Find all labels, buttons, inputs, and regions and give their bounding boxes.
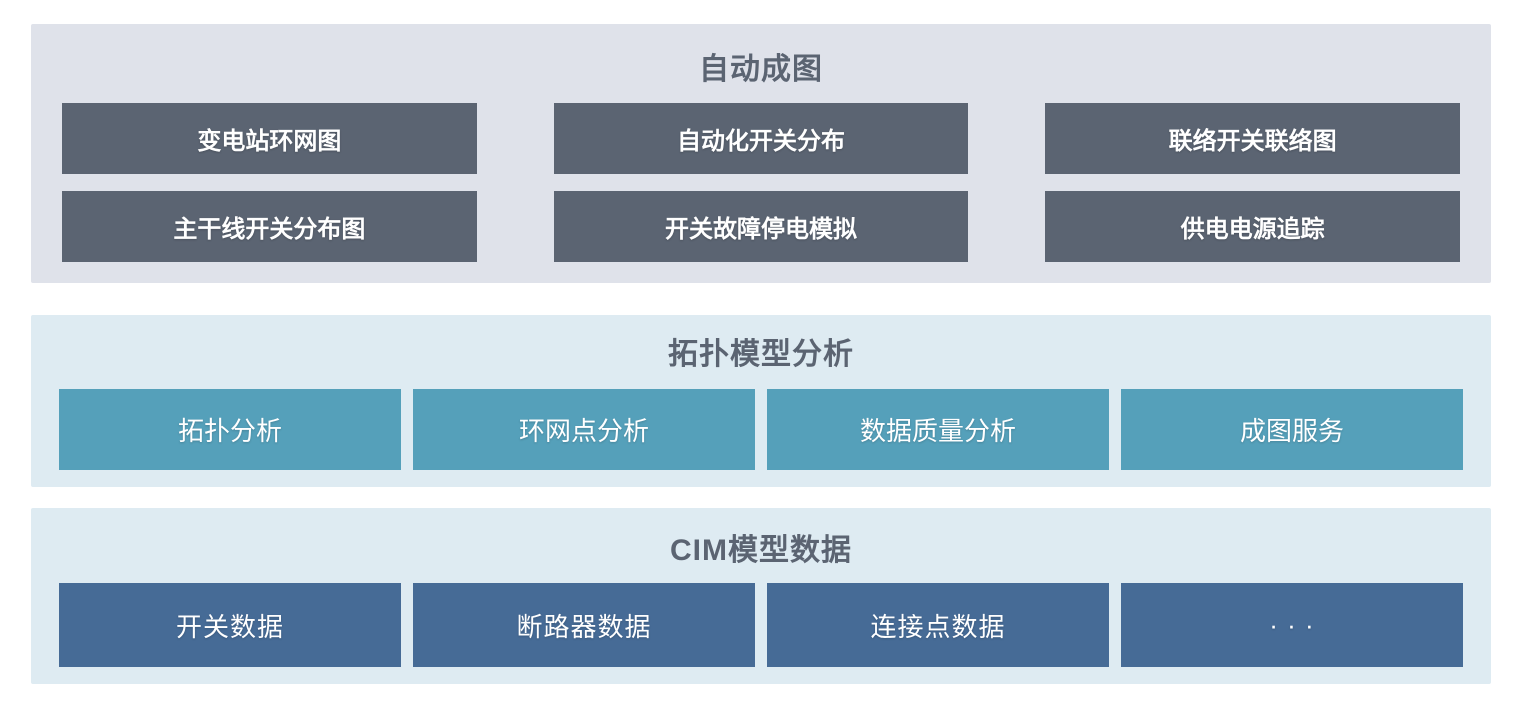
module-button-diagram-service[interactable]: 成图服务 <box>1121 389 1463 470</box>
module-button-data-quality-analysis[interactable]: 数据质量分析 <box>767 389 1109 470</box>
module-button-tie-switch-connection-diagram[interactable]: 联络开关联络图 <box>1045 103 1460 174</box>
section-title-auto-diagram: 自动成图 <box>699 53 823 86</box>
module-button-ring-point-analysis[interactable]: 环网点分析 <box>413 389 755 470</box>
section-topology-model-analysis: 拓扑模型分析 拓扑分析 环网点分析 数据质量分析 成图服务 <box>31 315 1491 487</box>
architecture-diagram: 自动成图 变电站环网图 自动化开关分布 联络开关联络图 主干线开关分布图 开关故… <box>0 24 1530 715</box>
module-button-trunk-line-switch-distribution[interactable]: 主干线开关分布图 <box>62 191 477 262</box>
module-button-connection-point-data[interactable]: 连接点数据 <box>767 583 1109 667</box>
module-button-switch-data[interactable]: 开关数据 <box>59 583 401 667</box>
section-title-topology-model-analysis: 拓扑模型分析 <box>668 338 854 371</box>
module-button-substation-ring-diagram[interactable]: 变电站环网图 <box>62 103 477 174</box>
module-button-circuit-breaker-data[interactable]: 断路器数据 <box>413 583 755 667</box>
section-title-cim-model-data: CIM模型数据 <box>670 534 852 567</box>
module-button-switch-fault-outage-simulation[interactable]: 开关故障停电模拟 <box>553 191 969 262</box>
module-button-more-ellipsis[interactable]: · · · <box>1121 583 1463 667</box>
module-button-topology-analysis[interactable]: 拓扑分析 <box>59 389 401 470</box>
section-cim-model-data: CIM模型数据 开关数据 断路器数据 连接点数据 · · · <box>31 508 1491 684</box>
auto-diagram-button-grid: 变电站环网图 自动化开关分布 联络开关联络图 主干线开关分布图 开关故障停电模拟… <box>62 103 1460 262</box>
module-button-automated-switch-distribution[interactable]: 自动化开关分布 <box>553 103 969 174</box>
section-auto-diagram: 自动成图 变电站环网图 自动化开关分布 联络开关联络图 主干线开关分布图 开关故… <box>31 24 1491 283</box>
topology-button-grid: 拓扑分析 环网点分析 数据质量分析 成图服务 <box>59 389 1463 470</box>
module-button-power-supply-tracing[interactable]: 供电电源追踪 <box>1045 191 1460 262</box>
cim-data-button-grid: 开关数据 断路器数据 连接点数据 · · · <box>59 583 1463 667</box>
